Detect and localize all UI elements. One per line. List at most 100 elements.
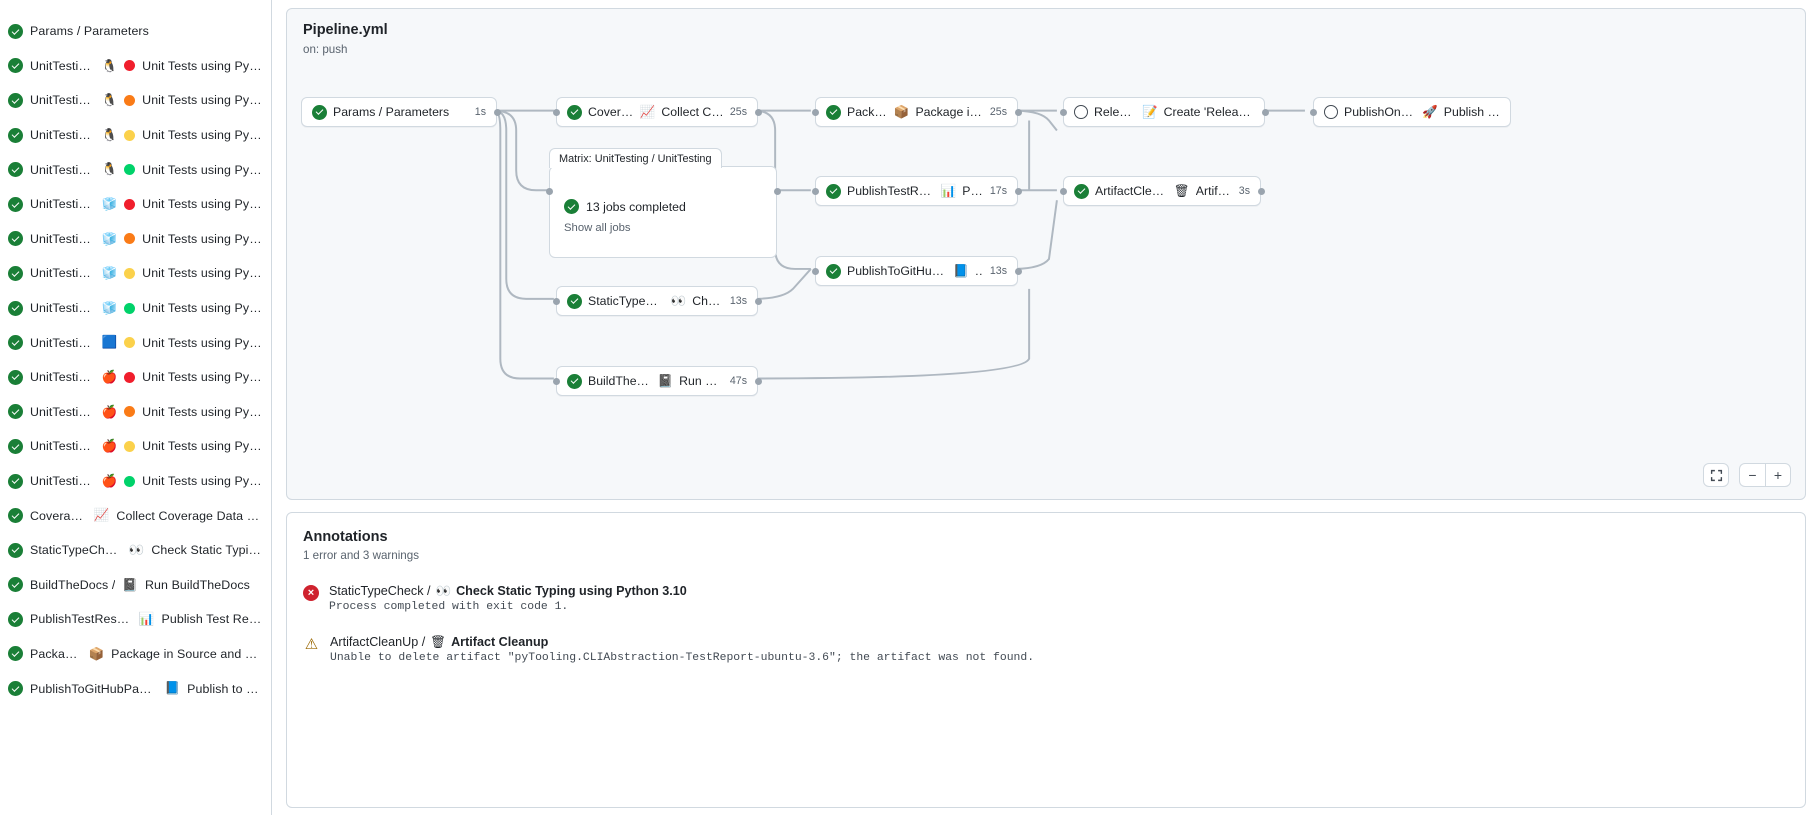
matrix-jobs-completed[interactable]: 13 jobs completed — [564, 199, 686, 214]
success-icon — [567, 373, 582, 389]
zoom-out-button[interactable]: − — [1739, 463, 1765, 487]
sidebar-item[interactable]: UnitTesting / 🧊Unit Tests using Pyth… — [0, 256, 271, 291]
sidebar-item[interactable]: Params / Parameters — [0, 14, 271, 49]
sidebar-item-step-label: Check Static Typing… — [151, 543, 263, 558]
sidebar-item[interactable]: UnitTesting / 🧊Unit Tests using Pyth… — [0, 291, 271, 326]
node-step-label: Create 'Release P… — [1163, 105, 1254, 119]
annotations-summary: 1 error and 3 warnings — [303, 549, 419, 562]
annotation-step: Check Static Typing using Python 3.10 — [456, 584, 687, 598]
matrix-group-label: Matrix: UnitTesting / UnitTesting — [549, 148, 722, 168]
success-icon — [826, 104, 841, 120]
workflow-node-coverage[interactable]: Coverage / 📈Collect Cove…25s — [556, 97, 758, 127]
sidebar-item[interactable]: PublishTestResults / 📊Publish Test Resu… — [0, 602, 271, 637]
node-duration: 25s — [989, 106, 1007, 118]
workflow-node-release[interactable]: Release / 📝Create 'Release P… — [1063, 97, 1265, 127]
job-emoji-icon: 🧊 — [101, 300, 118, 315]
python-version-dot-icon — [124, 406, 136, 418]
sidebar-item[interactable]: UnitTesting / 🐧Unit Tests using Pyth… — [0, 118, 271, 153]
job-emoji-icon: 🍎 — [101, 404, 118, 419]
success-icon — [1074, 183, 1089, 199]
workflow-node-typecheck[interactable]: StaticTypeCheck / 👀Chec…13s — [556, 286, 758, 316]
node-duration: 3s — [1238, 185, 1250, 197]
python-version-dot-icon — [124, 94, 136, 106]
node-label: StaticTypeCheck / — [588, 294, 665, 308]
job-emoji-icon: 🍎 — [101, 473, 118, 488]
success-icon — [8, 300, 23, 316]
python-version-dot-icon — [124, 371, 136, 383]
sidebar-item-label: Coverage / — [30, 508, 87, 523]
workflow-node-cleanup[interactable]: ArtifactCleanUp / 🗑Artifac…3s — [1063, 176, 1261, 206]
sidebar-item-label: UnitTesting / — [30, 231, 95, 246]
workflow-node-ghpages[interactable]: PublishToGitHubPages / 📘…13s — [815, 256, 1018, 286]
success-icon — [826, 263, 841, 279]
workflow-node-pypi[interactable]: PublishOnPyPI / 🚀Publish to … — [1313, 97, 1511, 127]
workflow-node-testresults[interactable]: PublishTestResults / 📊Pu…17s — [815, 176, 1018, 206]
sidebar-item[interactable]: UnitTesting / 🍎Unit Tests using Pyth… — [0, 360, 271, 395]
success-icon — [8, 404, 23, 420]
success-icon — [564, 199, 579, 214]
node-emoji-icon: 📓 — [657, 373, 674, 388]
graph-zoom-controls[interactable]: − + — [1703, 463, 1791, 487]
zoom-in-button[interactable]: + — [1765, 463, 1791, 487]
job-emoji-icon: 📦 — [88, 646, 105, 661]
node-label: BuildTheDocs / — [588, 374, 652, 388]
sidebar-item-step-label: Unit Tests using Pyth… — [142, 266, 263, 281]
node-input-pin — [1059, 187, 1067, 195]
node-output-pin — [1014, 267, 1022, 275]
sidebar-item[interactable]: UnitTesting / 🍎Unit Tests using Pyth… — [0, 464, 271, 499]
sidebar-item[interactable]: UnitTesting / 🍎Unit Tests using Pyth… — [0, 395, 271, 430]
success-icon — [8, 508, 23, 524]
node-output-pin — [754, 108, 762, 116]
sidebar-item-step-label: Unit Tests using Pyth… — [142, 439, 263, 454]
node-pin — [545, 187, 553, 195]
python-version-dot-icon — [124, 267, 136, 279]
node-label: Package / — [847, 105, 888, 119]
job-emoji-icon: 📈 — [93, 508, 110, 523]
job-emoji-icon: 🐧 — [101, 93, 118, 108]
node-input-pin — [811, 108, 819, 116]
sidebar-item[interactable]: StaticTypeCheck / 👀Check Static Typing… — [0, 533, 271, 568]
error-icon: × — [303, 585, 319, 601]
python-version-dot-icon — [124, 164, 136, 176]
workflow-edges — [494, 109, 1305, 380]
sidebar-item-label: PublishToGitHubPages / — [30, 681, 158, 696]
sidebar-item[interactable]: PublishToGitHubPages / 📘Publish to G… — [0, 671, 271, 706]
success-icon — [8, 127, 23, 143]
job-emoji-icon: 🧊 — [101, 231, 118, 246]
sidebar-item[interactable]: UnitTesting / 🧊Unit Tests using Pyth… — [0, 222, 271, 257]
sidebar-item[interactable]: UnitTesting / 🐧Unit Tests using Pyth… — [0, 152, 271, 187]
pending-icon — [1074, 105, 1088, 119]
node-emoji-icon: 🚀 — [1422, 104, 1438, 119]
workflow-node-docs[interactable]: BuildTheDocs / 📓Run Buil…47s — [556, 366, 758, 396]
sidebar-item[interactable]: UnitTesting / 🟦Unit Tests using Pyth… — [0, 325, 271, 360]
node-step-label: … — [975, 264, 984, 278]
sidebar-item-label: Package / — [30, 646, 82, 661]
success-icon — [8, 162, 23, 178]
node-emoji-icon: 📊 — [940, 183, 957, 198]
sidebar-item-label: StaticTypeCheck / — [30, 543, 122, 558]
success-icon — [8, 335, 23, 351]
sidebar-item[interactable]: Package / 📦Package in Source and Wh… — [0, 637, 271, 672]
sidebar-item-step-label: Unit Tests using Pyth… — [142, 301, 263, 316]
workflow-node-package[interactable]: Package / 📦Package in So…25s — [815, 97, 1018, 127]
show-all-jobs-link[interactable]: Show all jobs — [564, 222, 631, 234]
sidebar-item[interactable]: BuildTheDocs / 📓Run BuildTheDocs — [0, 568, 271, 603]
matrix-jobs-label: 13 jobs completed — [586, 199, 686, 214]
job-emoji-icon: 🍎 — [101, 439, 118, 454]
fullscreen-icon[interactable] — [1703, 463, 1729, 487]
sidebar-item[interactable]: UnitTesting / 🐧Unit Tests using Pyth… — [0, 49, 271, 84]
node-label: PublishToGitHubPages / — [847, 264, 947, 278]
annotation-emoji-icon: 👀 — [435, 583, 452, 598]
sidebar-item-step-label: Unit Tests using Pyth… — [142, 474, 263, 489]
sidebar-item[interactable]: UnitTesting / 🍎Unit Tests using Pyth… — [0, 429, 271, 464]
sidebar-item-label: UnitTesting / — [30, 370, 95, 385]
node-emoji-icon: 📘 — [953, 263, 969, 278]
python-version-dot-icon — [124, 440, 136, 452]
sidebar-item[interactable]: UnitTesting / 🧊Unit Tests using Pyth… — [0, 187, 271, 222]
workflow-graph-card: Pipeline.yml on: push — [286, 8, 1806, 500]
sidebar-item[interactable]: UnitTesting / 🐧Unit Tests using Pyth… — [0, 83, 271, 118]
sidebar-item[interactable]: Coverage / 📈Collect Coverage Data usi… — [0, 498, 271, 533]
job-emoji-icon: 🐧 — [101, 162, 118, 177]
